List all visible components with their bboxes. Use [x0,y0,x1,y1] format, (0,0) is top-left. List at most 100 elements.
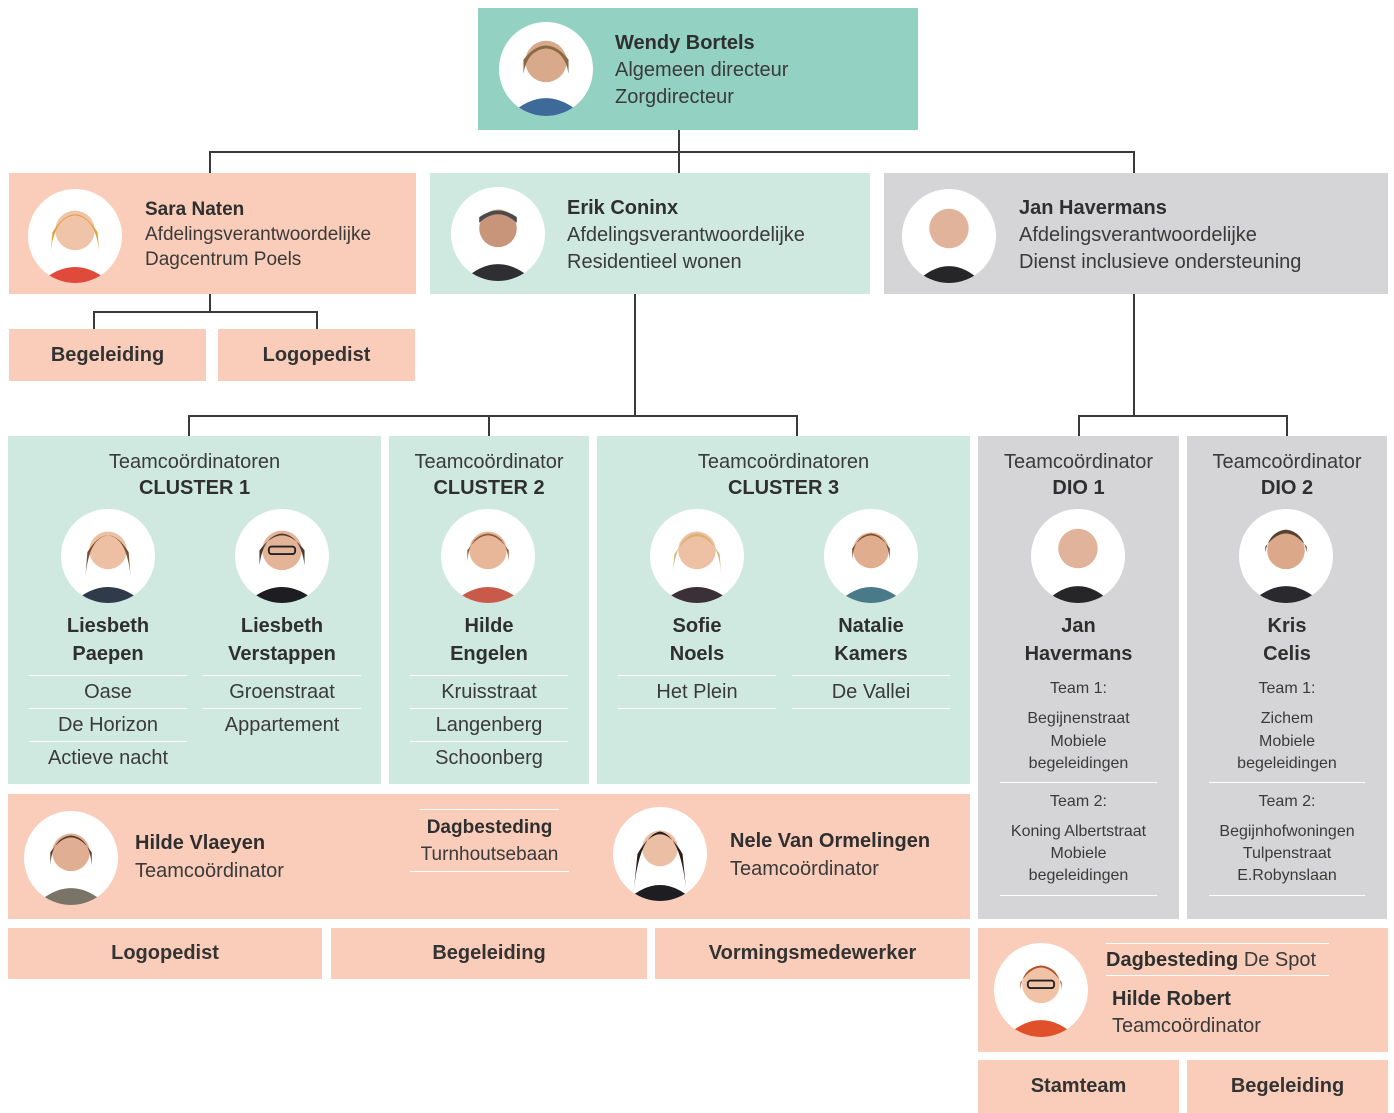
dept-dagcentrum-card: Sara Naten Afdelingsverantwoordelijke Da… [9,173,416,294]
dagbesteding-begeleiding: Begeleiding [331,928,647,979]
hilde-engelen-last: Engelen [450,643,528,665]
sara-naten-name: Sara Naten [145,199,245,220]
connector-erik-down [634,294,636,416]
cluster-3-card: Teamcoördinatoren CLUSTER 3 Sofie Noels … [597,436,970,784]
connector-sara-down [209,294,211,312]
cluster-3-title: Teamcoördinatoren [697,451,870,473]
divider [792,675,950,676]
connector-to-dio2 [1286,415,1288,437]
dagbesteding-heading: Dagbesteding [426,817,553,838]
hilde-vlaeyen-photo [24,811,118,905]
divider [1209,782,1365,783]
connector-jan-down [1133,294,1135,416]
divider [410,741,568,742]
connector-sara-horizontal [93,311,318,313]
dio-1-team1-line-1: Begijnenstraat [1027,710,1130,727]
jan-havermans-role-1: Afdelingsverantwoordelijke [1019,224,1257,246]
cluster-2-title: Teamcoördinator [414,451,564,473]
director-role-2: Zorgdirecteur [615,86,734,108]
divider [29,741,187,742]
divider [410,871,569,872]
dio-1-team1-line-2: Mobiele [1050,733,1107,750]
connector-clusters-horizontal [188,415,798,417]
divider [420,809,559,810]
liesbeth-paepen-first: Liesbeth [66,615,150,637]
divider [792,708,950,709]
director-photo [499,22,593,116]
connector-to-cluster2 [488,415,490,437]
liesbeth-verstappen-last: Verstappen [228,643,336,665]
liesbeth-paepen-divider [29,675,187,676]
dagbesteding-vormingsmedewerker: Vormingsmedewerker [655,928,970,979]
dagbesteding-place: Turnhoutsebaan [420,844,559,865]
connector-dio-horizontal [1078,415,1288,417]
de-spot-stamteam: Stamteam [978,1060,1179,1113]
natalie-kamers-last: Kamers [834,643,908,665]
connector-to-sara [209,151,211,173]
jan-havermans-role-2: Dienst inclusieve ondersteuning [1019,251,1302,273]
connector-to-erik [678,151,680,173]
hilde-engelen-item-3: Schoonberg [435,747,543,769]
nele-van-ormelingen-photo [613,807,707,901]
hilde-robert-role: Teamcoördinator [1112,1015,1261,1037]
dept-residentieel-card: Erik Coninx Afdelingsverantwoordelijke R… [430,173,870,294]
dio-2-team1-line-2: Mobiele [1258,733,1316,750]
dagcentrum-begeleiding: Begeleiding [9,329,206,381]
dio-2-team1-line-3: begeleidingen [1237,755,1337,772]
dagbesteding-turnhoutsebaan-card: Hilde Vlaeyen Teamcoördinator Dagbestedi… [8,794,970,919]
dio-1-team2-label: Team 2: [1050,793,1107,810]
nele-van-ormelingen-name: Nele Van Ormelingen [730,830,931,852]
hilde-engelen-item-2: Langenberg [435,714,543,736]
dio-1-team1-line-3: begeleidingen [1028,755,1129,772]
divider [203,675,361,676]
dio-2-title: Teamcoördinator [1212,451,1362,473]
dio-1-team2-line-2: Mobiele [1050,845,1107,862]
dio-1-team2-line-3: begeleidingen [1028,867,1129,884]
sara-naten-photo [28,189,122,283]
sofie-noels-item-1: Het Plein [656,681,738,703]
dio-1-team1-label: Team 1: [1050,680,1107,697]
dio-1-first: Jan [1061,615,1096,637]
divider [1000,782,1157,783]
dio-2-team1-label: Team 1: [1258,680,1316,697]
natalie-kamers-item-1: De Vallei [831,681,911,703]
de-spot-heading-place: De Spot [1243,949,1317,971]
dept-dio-card: Jan Havermans Afdelingsverantwoordelijke… [884,173,1388,294]
hilde-vlaeyen-role: Teamcoördinator [135,860,284,882]
connector-to-begeleiding [93,311,95,329]
divider [203,708,361,709]
cluster-2-name: CLUSTER 2 [433,477,545,499]
nele-van-ormelingen-role: Teamcoördinator [730,858,879,880]
dio-2-team2-label: Team 2: [1258,793,1316,810]
dio-1-title: Teamcoördinator [1004,451,1153,473]
hilde-robert-photo [994,943,1088,1037]
dio-1-team2-line-1: Koning Albertstraat [1010,823,1147,840]
cluster-1-title: Teamcoördinatoren [108,451,281,473]
liesbeth-verstappen-item-1: Groenstraat [229,681,335,703]
de-spot-heading: Dagbesteding De Spot [1106,949,1316,972]
connector-to-dio1 [1078,415,1080,437]
dio-2-card: Teamcoördinator DIO 2 Kris Celis Team 1:… [1187,436,1387,919]
dio-2-team2-line-3: E.Robynslaan [1237,867,1337,884]
dio-2-team2-line-1: Begijnhofwoningen [1219,823,1355,840]
jan-havermans-name: Jan Havermans [1019,197,1167,219]
dagbesteding-de-spot-card: Dagbesteding De Spot Hilde Robert Teamco… [978,928,1388,1052]
liesbeth-paepen-item-3: Actieve nacht [47,747,169,769]
dio-2-team2-line-2: Tulpenstraat [1242,845,1332,862]
dagcentrum-logopedist: Logopedist [218,329,415,381]
sara-naten-role-2: Dagcentrum Poels [145,249,302,270]
hilde-engelen-item-1: Kruisstraat [441,681,537,703]
liesbeth-verstappen-photo [235,509,329,603]
erik-coninx-role-2: Residentieel wonen [567,251,742,273]
connector-to-logopedist [316,311,318,329]
liesbeth-paepen-item-2: De Horizon [57,714,159,736]
divider [1106,975,1329,976]
cluster-3-name: CLUSTER 3 [727,477,840,499]
divider [410,675,568,676]
erik-coninx-name: Erik Coninx [567,197,679,219]
dio-2-name: DIO 2 [1260,477,1314,499]
hilde-robert-name: Hilde Robert [1112,988,1231,1010]
director-name: Wendy Bortels [615,32,755,54]
hilde-vlaeyen-name: Hilde Vlaeyen [135,832,266,854]
liesbeth-verstappen-item-2: Appartement [224,714,340,736]
